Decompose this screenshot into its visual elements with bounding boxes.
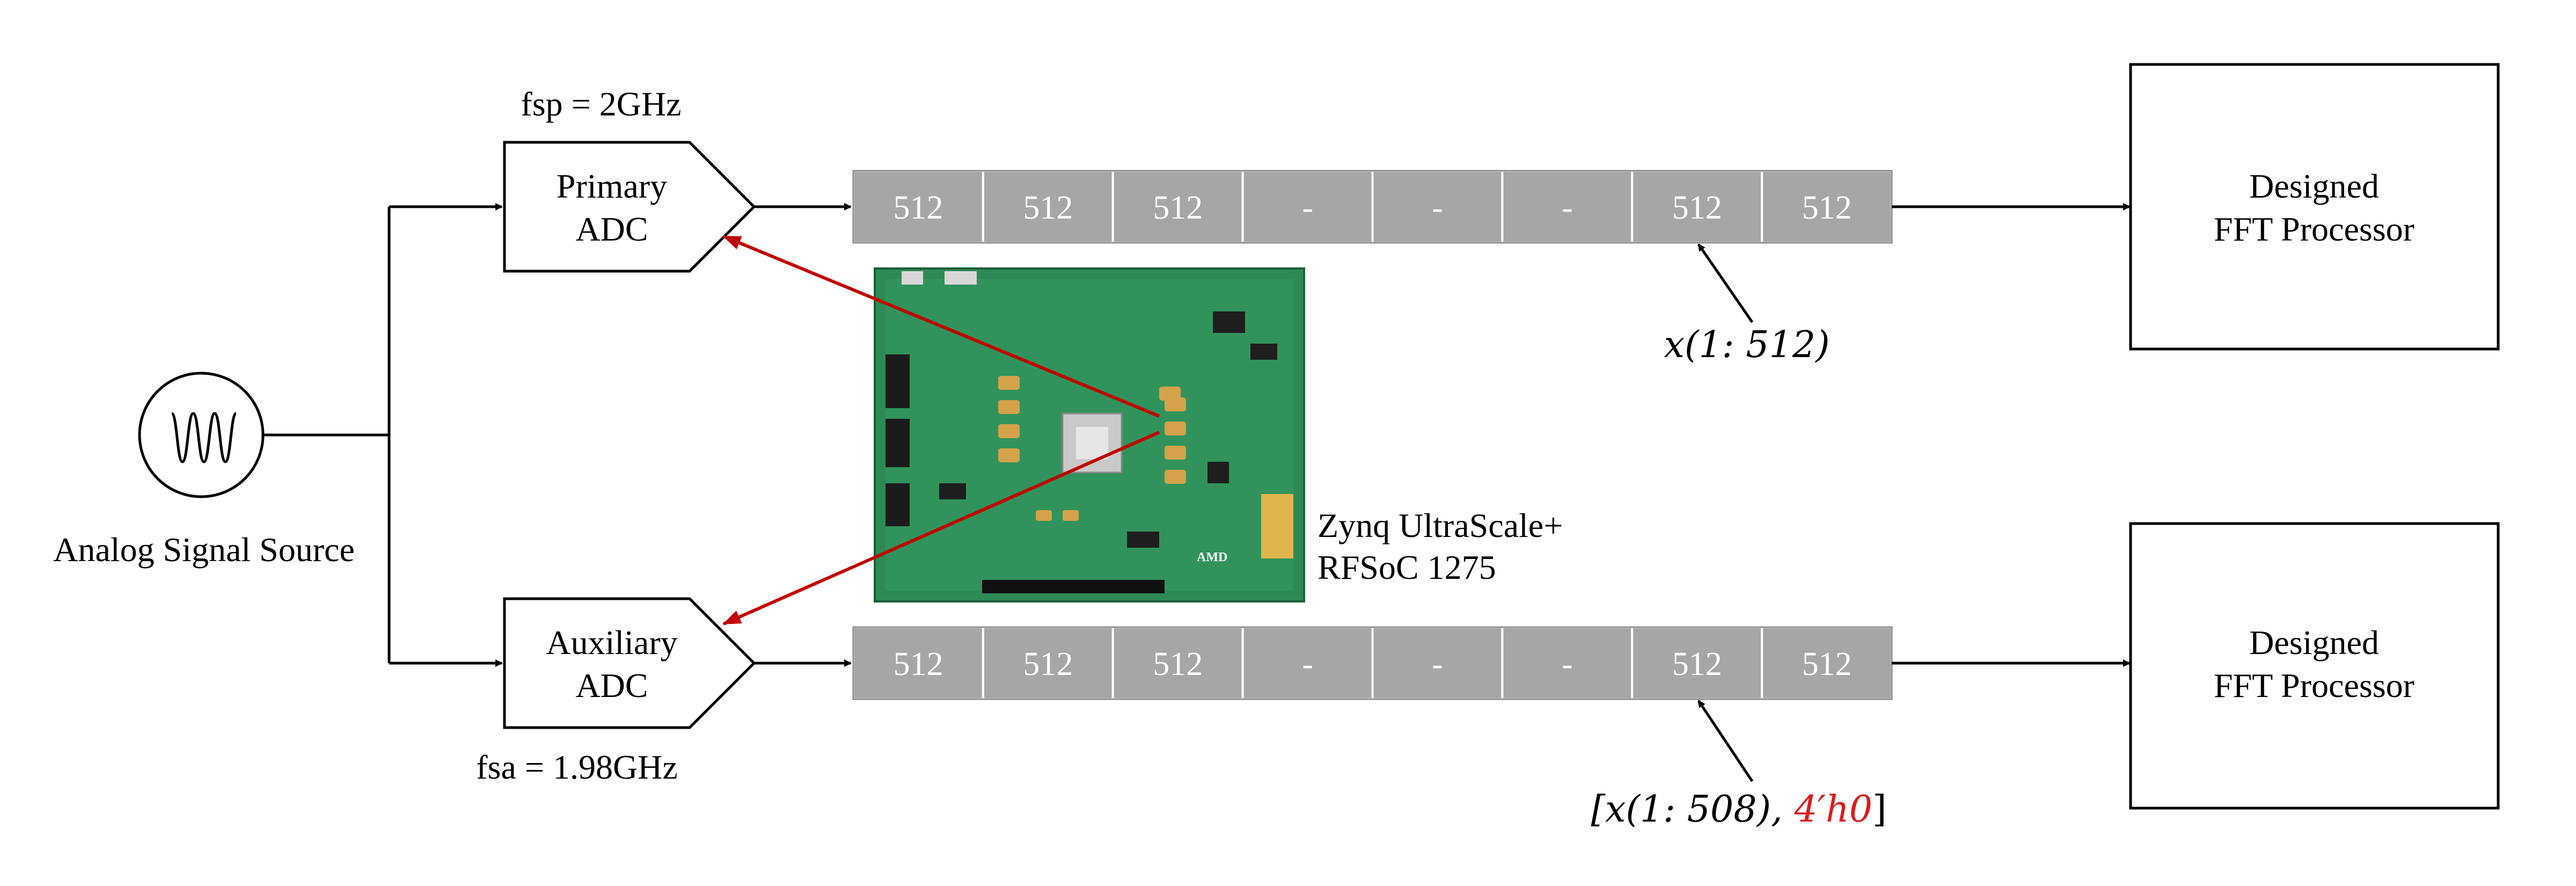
- chip-to-primary-adc-link: [722, 235, 1160, 418]
- buffer-cell-label: 512: [1672, 646, 1722, 682]
- signal-source-label: Analog Signal Source: [53, 531, 355, 569]
- buffer-cell-label: 512: [893, 190, 943, 226]
- buffer-cell-label: 512: [893, 646, 943, 682]
- buffer-cell-label: 512: [1802, 646, 1852, 682]
- buffer-cell: [982, 626, 1114, 700]
- buffer-cell-label: 512: [1153, 646, 1203, 682]
- auxiliary-sample-buffer: 512 512 512 - - - 512 512: [852, 626, 1893, 700]
- buffer-cell-label: 512: [1023, 646, 1073, 682]
- fft-processor-top-line1: Designed: [2249, 167, 2379, 205]
- buffer-cell-label: -: [1562, 646, 1573, 682]
- buffer-cell: [1111, 626, 1244, 700]
- primary-adc-block: [503, 141, 756, 273]
- board-label-line2: RFSoC 1275: [1318, 548, 1496, 586]
- header-connector: [945, 271, 977, 285]
- board-label-line1: Zynq UltraScale+: [1318, 506, 1563, 544]
- primary-sample-buffer: 512 512 512 - - - 512 512: [852, 170, 1893, 244]
- buffer-cell-label: -: [1432, 646, 1443, 682]
- usb-connector: [902, 271, 923, 285]
- rfsoc-board-image: AMD: [874, 267, 1305, 602]
- buffer-cell-label: -: [1432, 190, 1443, 226]
- analog-signal-source: Analog Signal Source: [53, 372, 355, 569]
- chip-to-auxiliary-adc-link: [722, 431, 1160, 626]
- auxiliary-adc-frequency: fsa = 1.98GHz: [476, 748, 678, 786]
- buffer-cell-label: -: [1562, 190, 1573, 226]
- primary-adc-label-line1: Primary: [557, 167, 667, 205]
- primary-adc: fsp = 2GHz Primary ADC: [503, 85, 756, 273]
- annotation-bottom-suffix: ]: [1872, 788, 1887, 831]
- board-components: [939, 311, 1277, 548]
- sine-wave-icon: [170, 412, 238, 463]
- fft-processor-bottom: Designed FFT Processor: [2129, 522, 2500, 810]
- auxiliary-adc-label-line1: Auxiliary: [546, 623, 677, 662]
- fft-processor-bottom-line1: Designed: [2249, 623, 2379, 662]
- signal-source-circle: [138, 372, 265, 498]
- left-connector-2: [885, 419, 910, 467]
- buffer-cell-label: 512: [1802, 190, 1852, 226]
- left-connector-3: [885, 483, 910, 526]
- annotation-bottom-highlight: 4′h0: [1794, 788, 1872, 831]
- annotation-top-text: x(1: 512): [1664, 324, 1830, 366]
- auxiliary-adc-label-line2: ADC: [575, 666, 648, 705]
- auxiliary-adc-block: [503, 597, 756, 729]
- fft-processor-bottom-line2: FFT Processor: [2214, 666, 2414, 705]
- buffer-cell: [1111, 170, 1244, 244]
- fft-processor-top: Designed FFT Processor: [2129, 63, 2500, 351]
- primary-adc-frequency: fsp = 2GHz: [521, 85, 681, 123]
- annotation-bottom-pointer: [1697, 700, 1754, 782]
- buffer-cell-label: -: [1302, 646, 1313, 682]
- buffer-cell: [1501, 170, 1634, 244]
- side-header: [1261, 494, 1293, 558]
- annotation-bottom-text: [x(1: 508), 4′h0]: [1591, 788, 1886, 831]
- signal-splitter: [263, 203, 503, 667]
- buffer-cell: [1371, 170, 1504, 244]
- auxiliary-adc: Auxiliary ADC fsa = 1.98GHz: [476, 597, 756, 786]
- buffer-cell-label: 512: [1672, 190, 1722, 226]
- buffer-cell-label: -: [1302, 190, 1313, 226]
- buffer-cell: [1241, 170, 1374, 244]
- bottom-connector: [982, 580, 1165, 593]
- fft-processor-top-line2: FFT Processor: [2214, 210, 2414, 248]
- buffer-cell-label: 512: [1153, 190, 1203, 226]
- left-connector-1: [885, 354, 910, 408]
- fft-processor-top-box: [2129, 63, 2500, 351]
- amd-logo: AMD: [1197, 550, 1227, 564]
- primary-adc-label-line2: ADC: [575, 210, 648, 248]
- buffer-cell: [982, 170, 1114, 244]
- annotation-bottom-prefix: [x(1: 508),: [1591, 788, 1794, 831]
- annotation-top-pointer: [1697, 243, 1754, 323]
- rfsoc-die: [1076, 427, 1108, 459]
- rf-connectors: [998, 376, 1186, 521]
- buffer-cell-label: 512: [1023, 190, 1073, 226]
- fft-processor-bottom-box: [2129, 522, 2500, 810]
